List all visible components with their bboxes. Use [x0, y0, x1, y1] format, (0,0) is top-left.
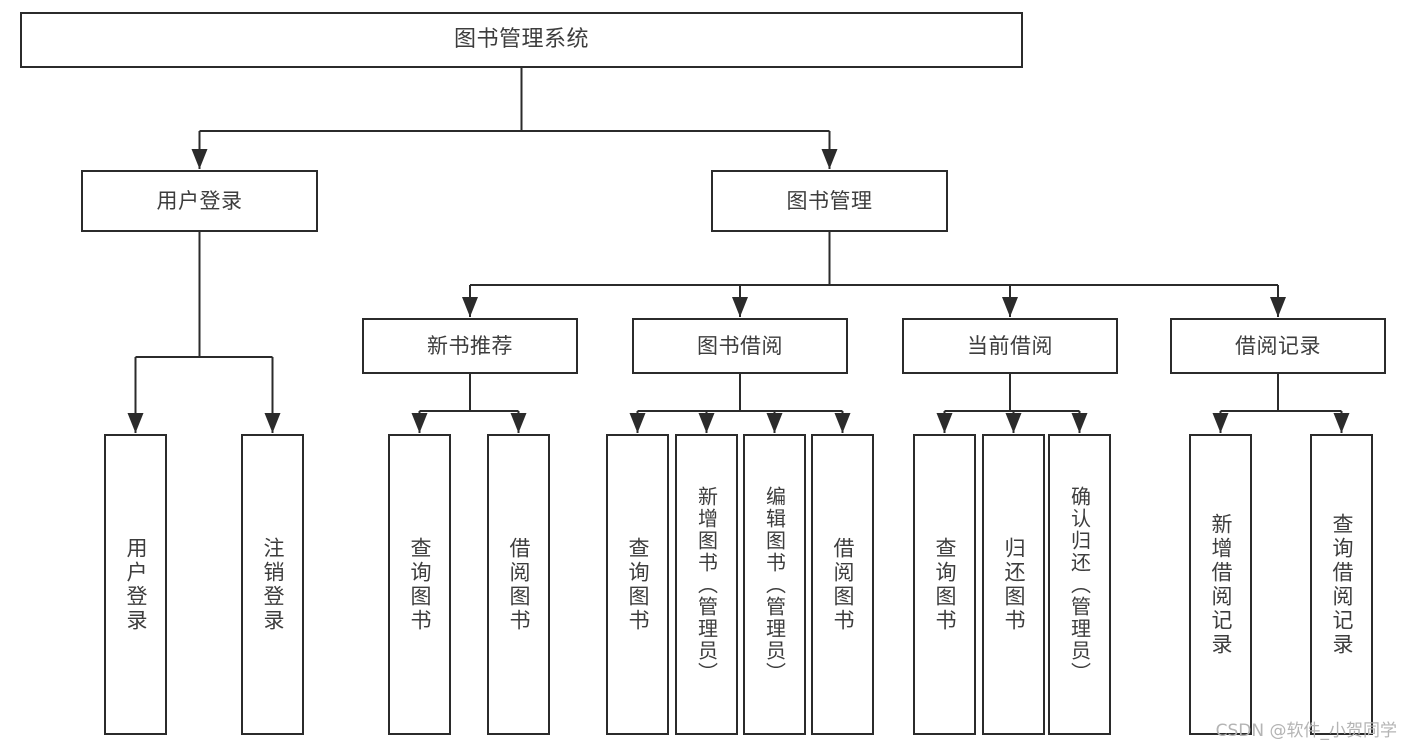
node-label: 查询图书	[626, 536, 650, 633]
node-leaf-return-book[interactable]: 归还图书	[982, 434, 1045, 735]
node-label: 编辑图书（管理员）	[762, 485, 787, 684]
node-book-manage[interactable]: 图书管理	[711, 170, 948, 232]
node-borrow-record[interactable]: 借阅记录	[1170, 318, 1386, 374]
node-label: 新增图书（管理员）	[694, 485, 719, 684]
node-label: 借阅记录	[1235, 333, 1321, 358]
node-label: 查询借阅记录	[1330, 512, 1354, 657]
node-leaf-query-record[interactable]: 查询借阅记录	[1310, 434, 1373, 735]
node-leaf-borrow-book-2[interactable]: 借阅图书	[811, 434, 874, 735]
node-leaf-confirm-return[interactable]: 确认归还（管理员）	[1048, 434, 1111, 735]
node-label: 新书推荐	[427, 333, 513, 358]
node-label: 借阅图书	[507, 536, 531, 633]
node-label: 注销登录	[261, 536, 285, 633]
node-leaf-query-book-1[interactable]: 查询图书	[388, 434, 451, 735]
node-label: 图书借阅	[697, 333, 783, 358]
node-leaf-edit-book[interactable]: 编辑图书（管理员）	[743, 434, 806, 735]
node-label: 归还图书	[1002, 536, 1026, 633]
csdn-watermark: CSDN @软件_小贺同学	[1215, 721, 1397, 741]
node-label: 当前借阅	[967, 333, 1053, 358]
node-label: 查询图书	[408, 536, 432, 633]
node-leaf-add-book[interactable]: 新增图书（管理员）	[675, 434, 738, 735]
node-label: 用户登录	[156, 188, 243, 213]
node-book-borrow[interactable]: 图书借阅	[632, 318, 848, 374]
node-leaf-add-record[interactable]: 新增借阅记录	[1189, 434, 1252, 735]
node-leaf-user-login[interactable]: 用户登录	[104, 434, 167, 735]
node-leaf-query-book-2[interactable]: 查询图书	[606, 434, 669, 735]
node-new-book-rec[interactable]: 新书推荐	[362, 318, 578, 374]
node-label: 图书管理系统	[453, 27, 589, 53]
node-label: 查询图书	[933, 536, 957, 633]
node-leaf-user-logout[interactable]: 注销登录	[241, 434, 304, 735]
node-leaf-query-book-3[interactable]: 查询图书	[913, 434, 976, 735]
node-label: 图书管理	[786, 188, 873, 213]
node-current-borrow[interactable]: 当前借阅	[902, 318, 1118, 374]
node-leaf-borrow-book-1[interactable]: 借阅图书	[487, 434, 550, 735]
node-label: 确认归还（管理员）	[1067, 485, 1092, 684]
node-root[interactable]: 图书管理系统	[20, 12, 1023, 68]
node-label: 新增借阅记录	[1209, 512, 1233, 657]
node-label: 用户登录	[124, 536, 148, 633]
node-user-login[interactable]: 用户登录	[81, 170, 318, 232]
node-label: 借阅图书	[831, 536, 855, 633]
